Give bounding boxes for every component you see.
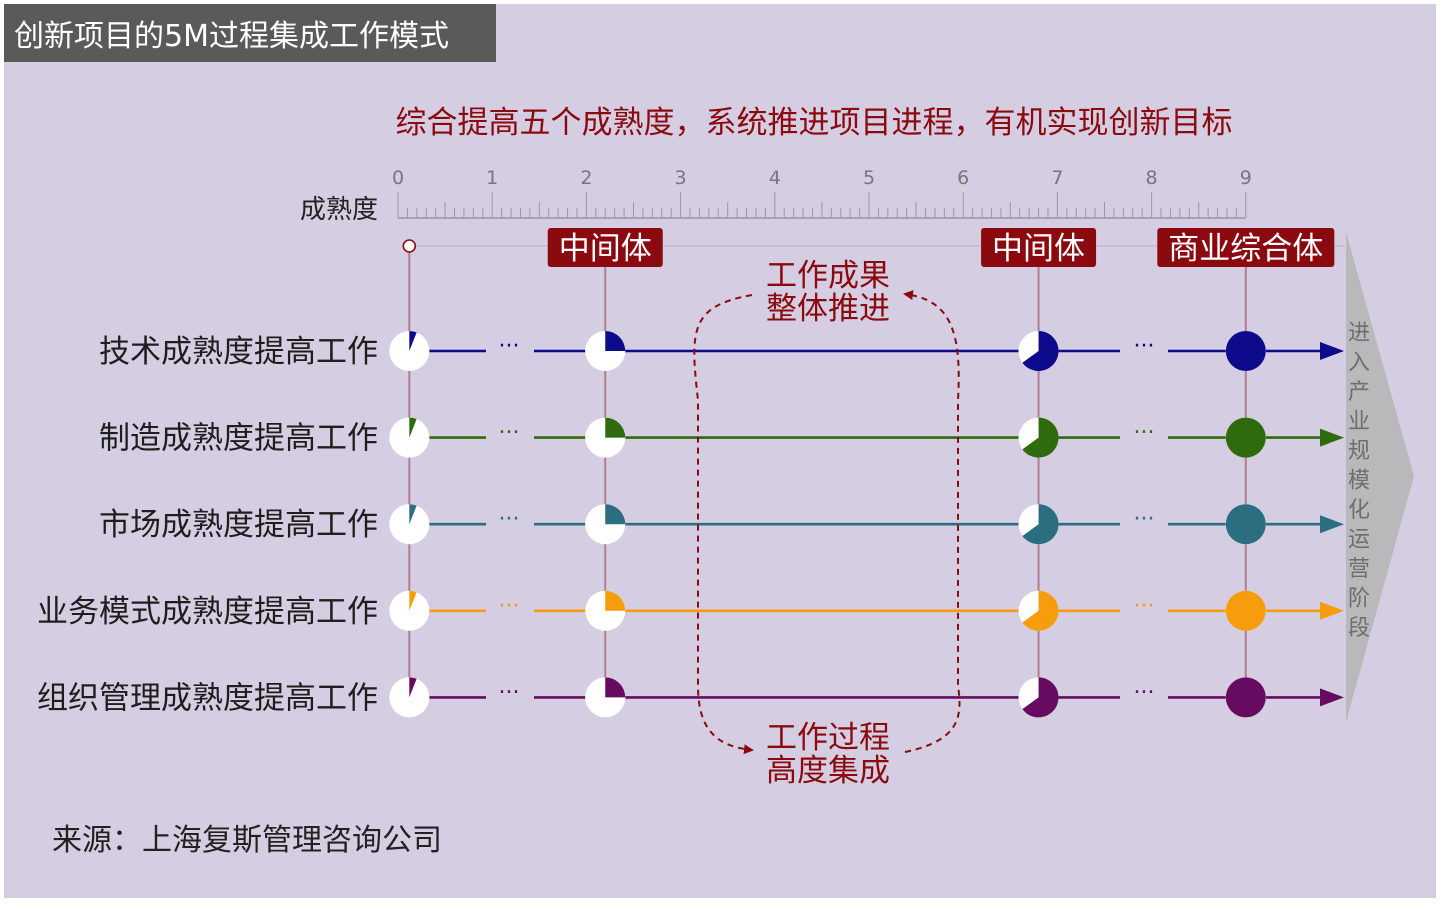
progress-pie-fill bbox=[1225, 331, 1266, 371]
arrow-text-char: 入 bbox=[1348, 351, 1370, 376]
arrow-text-char: 段 bbox=[1348, 616, 1370, 641]
progress-pie-fill bbox=[409, 417, 417, 438]
arrow-text-char: 模 bbox=[1348, 469, 1370, 494]
subtitle: 综合提高五个成熟度，系统推进项目进程，有机实现创新目标 bbox=[396, 105, 1233, 141]
milestone-badge bbox=[547, 228, 663, 267]
ruler-tick-label: 1 bbox=[486, 167, 498, 189]
arrow-text-char: 运 bbox=[1348, 528, 1370, 553]
loop-top-line-1: 工作成果 bbox=[766, 258, 890, 294]
milestone-label: 商业综合体 bbox=[1168, 231, 1323, 267]
progress-pie-fill bbox=[1225, 504, 1266, 545]
progress-pie-fill bbox=[409, 504, 417, 525]
ruler-tick-label: 0 bbox=[392, 167, 404, 189]
work-line-arrowhead bbox=[1320, 515, 1344, 534]
arrow-text-char: 阶 bbox=[1348, 587, 1370, 612]
arrow-text-char: 业 bbox=[1348, 410, 1370, 435]
progress-pie-fill bbox=[1022, 331, 1059, 371]
arrow-text-char: 进 bbox=[1348, 321, 1370, 346]
ruler-tick-label: 4 bbox=[769, 167, 781, 189]
milestone-badge bbox=[1157, 228, 1335, 267]
progress-pie-fill bbox=[1225, 417, 1266, 458]
progress-pie-fill bbox=[605, 417, 626, 438]
arrow-text-char: 营 bbox=[1348, 557, 1370, 582]
loop-left-arc bbox=[693, 294, 754, 755]
work-line-arrowhead bbox=[1320, 342, 1344, 360]
milestone-label: 中间体 bbox=[559, 231, 652, 267]
ruler-tick-label: 9 bbox=[1240, 167, 1252, 189]
progress-pie-fill bbox=[1225, 590, 1266, 631]
maturity-ruler: 0 1 2 3 4 5 6 7 8 9 bbox=[392, 167, 1252, 219]
progress-pie-fill bbox=[1022, 677, 1059, 718]
page-title: 创新项目的5M过程集成工作模式 bbox=[14, 19, 449, 54]
ruler-tick-label: 7 bbox=[1051, 167, 1063, 189]
ellipsis-marker: ··· bbox=[1134, 680, 1155, 705]
loop-right-arc bbox=[903, 290, 961, 753]
arrow-text-char: 产 bbox=[1348, 380, 1370, 405]
milestone-badge bbox=[981, 228, 1097, 267]
progress-pie-fill bbox=[605, 504, 626, 525]
work-line-arrowhead bbox=[1320, 428, 1344, 447]
progress-pie-fill bbox=[1022, 417, 1059, 458]
work-row-label: 技术成熟度提高工作 bbox=[99, 334, 378, 370]
scale-label: 成熟度 bbox=[300, 195, 378, 225]
source-note: 来源：上海复斯管理咨询公司 bbox=[52, 823, 442, 858]
ellipsis-marker: ··· bbox=[1134, 594, 1155, 619]
ellipsis-marker: ··· bbox=[499, 594, 520, 619]
ruler-tick-label: 5 bbox=[863, 167, 875, 189]
title-box bbox=[4, 4, 496, 62]
integration-loop: 工作成果 整体推进 工作过程 高度集成 bbox=[693, 258, 961, 789]
ellipsis-marker: ··· bbox=[1134, 421, 1155, 446]
ruler-tick-label: 6 bbox=[957, 167, 969, 189]
ellipsis-marker: ··· bbox=[499, 507, 520, 532]
start-point bbox=[402, 239, 417, 253]
loop-bottom-line-2: 高度集成 bbox=[766, 753, 890, 789]
progress-pie-fill bbox=[605, 590, 626, 611]
work-row-label: 组织管理成熟度提高工作 bbox=[37, 680, 378, 716]
progress-pie-fill bbox=[1022, 504, 1059, 545]
milestones: 中间体 中间体 商业综合体 bbox=[547, 228, 1335, 267]
arrow-text-char: 化 bbox=[1348, 498, 1370, 523]
progress-pie-fill bbox=[1022, 590, 1059, 631]
ellipsis-marker: ··· bbox=[499, 421, 520, 446]
work-line-arrowhead bbox=[1320, 688, 1344, 707]
milestone-label: 中间体 bbox=[992, 231, 1085, 267]
ellipsis-marker: ··· bbox=[1134, 507, 1155, 532]
ruler-tick-label: 2 bbox=[580, 167, 592, 189]
work-row-label: 制造成熟度提高工作 bbox=[99, 421, 378, 457]
loop-top-line-2: 整体推进 bbox=[766, 291, 890, 327]
background bbox=[4, 4, 1436, 898]
scale-up-arrow-shape bbox=[1346, 232, 1414, 722]
arrow-text-char: 规 bbox=[1348, 439, 1370, 464]
ellipsis-marker: ··· bbox=[1134, 334, 1155, 359]
loop-bottom-line-1: 工作过程 bbox=[766, 720, 890, 756]
ellipsis-marker: ··· bbox=[499, 680, 520, 705]
ruler-tick-label: 8 bbox=[1146, 167, 1158, 189]
progress-pie-fill bbox=[605, 331, 626, 351]
progress-pie-fill bbox=[605, 677, 626, 698]
progress-pie-fill bbox=[409, 677, 417, 698]
ruler-tick-label: 3 bbox=[675, 167, 687, 189]
progress-pie-fill bbox=[409, 590, 417, 611]
work-line-arrowhead bbox=[1320, 601, 1344, 620]
work-row-label: 业务模式成熟度提高工作 bbox=[37, 594, 378, 630]
progress-pie-fill bbox=[409, 331, 417, 351]
progress-pie-fill bbox=[1225, 677, 1266, 718]
ellipsis-marker: ··· bbox=[499, 334, 520, 359]
work-lines: ··· ··· 技术成熟度提高工作 ··· ··· 制造成熟度提高工作 ··· ··· 市场成熟… bbox=[37, 239, 1345, 718]
work-row-label: 市场成熟度提高工作 bbox=[99, 507, 378, 543]
